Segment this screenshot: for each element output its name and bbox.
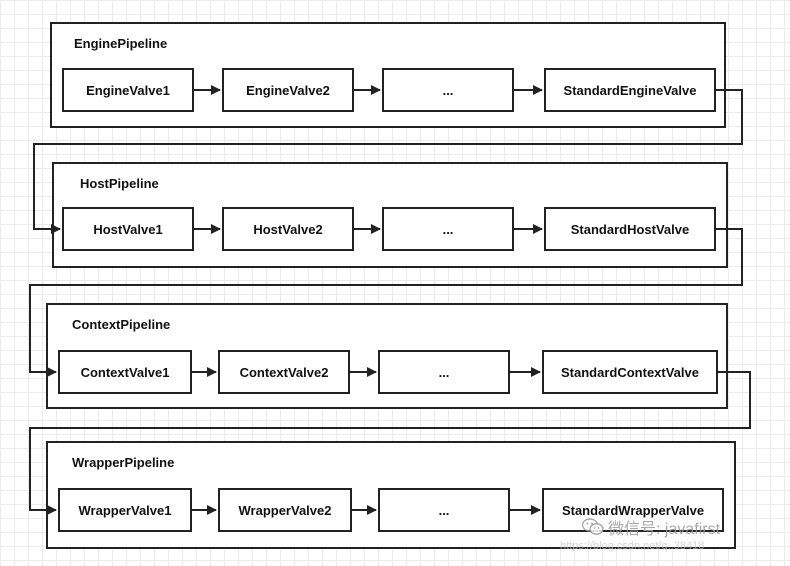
context-pipeline-title: ContextPipeline <box>72 317 171 332</box>
wrapper-valve-ellipsis: ... <box>378 488 510 532</box>
host-pipeline-title: HostPipeline <box>80 176 159 191</box>
watermark: 微信号: javafirst <box>581 515 721 539</box>
standard-engine-valve: StandardEngineValve <box>544 68 716 112</box>
engine-pipeline-title: EnginePipeline <box>74 36 168 51</box>
engine-valve-ellipsis: ... <box>382 68 514 112</box>
engine-valve-1: EngineValve1 <box>62 68 194 112</box>
standard-context-valve: StandardContextValve <box>542 350 718 394</box>
engine-valve-2: EngineValve2 <box>222 68 354 112</box>
context-valve-ellipsis: ... <box>378 350 510 394</box>
host-valve-1: HostValve1 <box>62 207 194 251</box>
wrapper-valve-1: WrapperValve1 <box>58 488 192 532</box>
host-valve-2: HostValve2 <box>222 207 354 251</box>
wechat-icon <box>581 518 604 536</box>
wrapper-valve-2: WrapperValve2 <box>218 488 352 532</box>
context-valve-1: ContextValve1 <box>58 350 192 394</box>
standard-host-valve: StandardHostValve <box>544 207 716 251</box>
watermark-text: 微信号: javafirst <box>608 521 721 538</box>
host-valve-ellipsis: ... <box>382 207 514 251</box>
wrapper-pipeline-title: WrapperPipeline <box>72 455 175 470</box>
watermark-url: https://blog.csdn.net/q..38418 <box>560 540 705 552</box>
context-valve-2: ContextValve2 <box>218 350 350 394</box>
